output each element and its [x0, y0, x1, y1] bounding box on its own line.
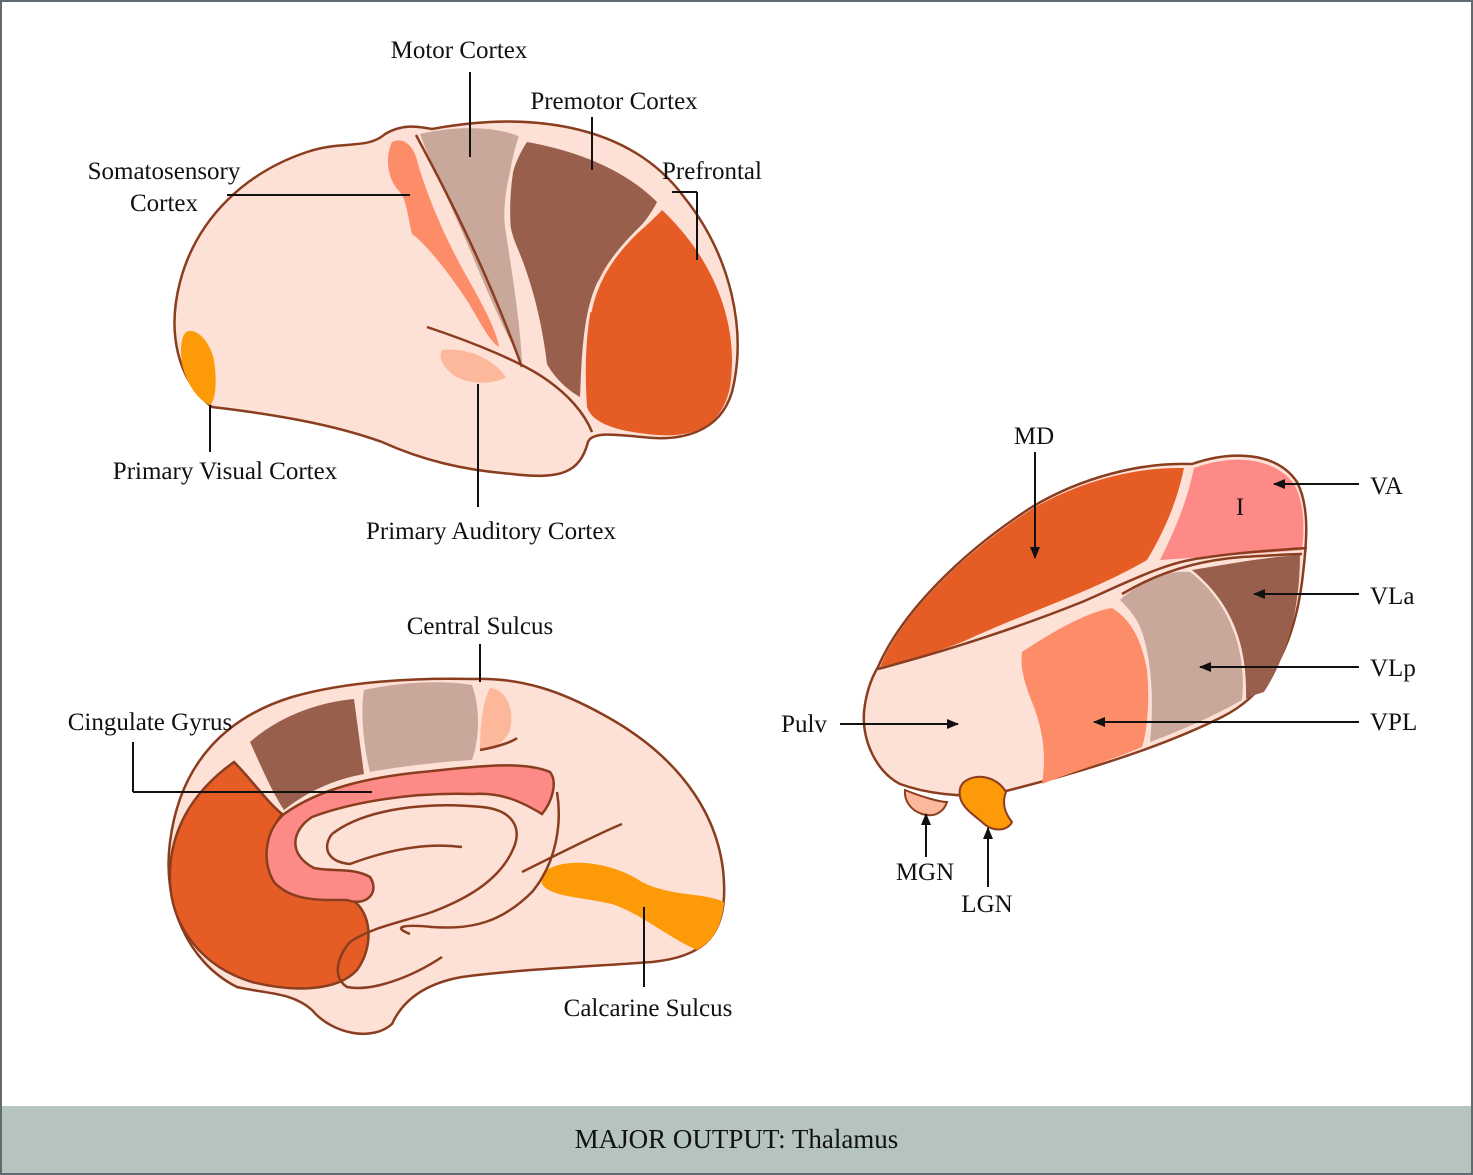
- premotor-cortex-label: Premotor Cortex: [530, 88, 698, 115]
- lateral-brain-view: Motor Cortex Premotor Cortex Somatosenso…: [88, 37, 762, 545]
- pulv-label: Pulv: [781, 711, 827, 738]
- somatosensory-label-line2: Cortex: [130, 190, 199, 217]
- primary-visual-cortex-label: Primary Visual Cortex: [113, 458, 338, 485]
- footer-banner: MAJOR OUTPUT: Thalamus: [2, 1106, 1471, 1173]
- calcarine-sulcus-label: Calcarine Sulcus: [564, 995, 733, 1022]
- footer-text: MAJOR OUTPUT: Thalamus: [575, 1124, 899, 1155]
- primary-auditory-cortex-label: Primary Auditory Cortex: [366, 518, 616, 545]
- central-sulcus-label: Central Sulcus: [407, 613, 554, 640]
- lgn-label: LGN: [961, 891, 1012, 918]
- i-label: I: [1236, 494, 1244, 521]
- mgn-label: MGN: [896, 859, 954, 886]
- va-label: VA: [1370, 473, 1403, 500]
- medial-brain-view: Central Sulcus Cingulate Gyrus Calcarine…: [68, 613, 733, 1034]
- vlp-label: VLp: [1370, 655, 1416, 682]
- thalamus-view: MD I VA VLa VLp VPL Pulv MGN LGN: [781, 423, 1417, 918]
- neuroanatomy-diagram: Motor Cortex Premotor Cortex Somatosenso…: [2, 2, 1471, 1106]
- somatosensory-label-line1: Somatosensory: [88, 158, 241, 185]
- vpl-label: VPL: [1370, 709, 1417, 736]
- motor-medial-region: [362, 682, 478, 772]
- md-label: MD: [1014, 423, 1054, 450]
- prefrontal-label: Prefrontal: [662, 158, 762, 185]
- vla-label: VLa: [1370, 583, 1414, 610]
- cingulate-gyrus-label: Cingulate Gyrus: [68, 709, 233, 736]
- motor-cortex-label: Motor Cortex: [391, 37, 528, 64]
